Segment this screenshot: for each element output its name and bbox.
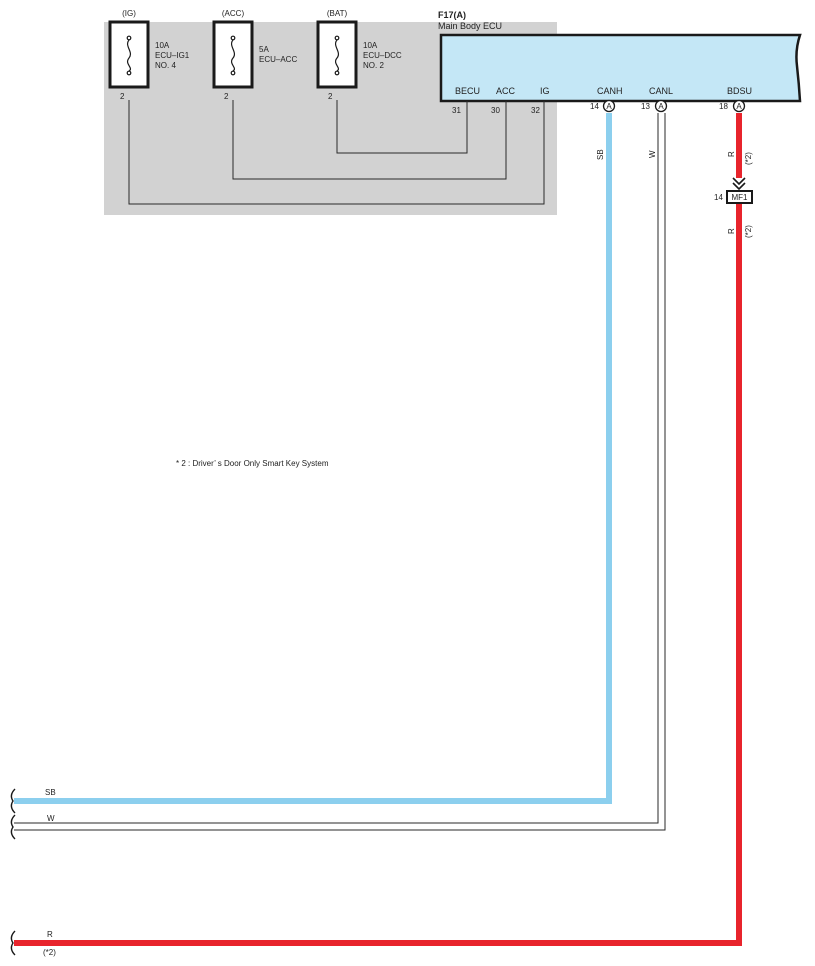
- pin-label-acc: ACC: [496, 86, 516, 96]
- wire-color-canh: SB: [596, 149, 605, 160]
- fuse-name-bat-line1: ECU–DCC: [363, 51, 402, 60]
- pin-number-canl: 13: [641, 102, 650, 111]
- fuse-rating-acc: 5A: [259, 45, 269, 54]
- fuse-icon: [230, 35, 236, 76]
- wire-note-bdsu-lower: (*2): [744, 225, 753, 238]
- pin-number-canh: 14: [590, 102, 599, 111]
- wire-acc-circuit: [232, 100, 507, 180]
- fuse-terminal-ig: 2: [120, 92, 125, 101]
- bottom-wire-note-r: (*2): [43, 948, 56, 957]
- pin-label-becu: BECU: [455, 86, 480, 96]
- fuse-terminal-bat: 2: [328, 92, 333, 101]
- pin-label-canh: CANH: [597, 86, 623, 96]
- pin-number-acc: 30: [491, 106, 500, 115]
- wire-note-bdsu-upper: (*2): [744, 152, 753, 165]
- svg-text:A: A: [736, 102, 742, 111]
- fuse-name-ig-line1: ECU–IG1: [155, 51, 190, 60]
- svg-text:A: A: [606, 102, 612, 111]
- fuse-bat-box: [316, 20, 358, 89]
- fuse-icon: [126, 35, 132, 76]
- bottom-wire-label-sb: SB: [45, 788, 56, 797]
- fuse-circuit-acc: (ACC): [222, 9, 245, 18]
- junction-connector-pin: 14: [714, 193, 723, 202]
- pin-number-ig: 32: [531, 106, 540, 115]
- wire-ig-circuit: [128, 100, 545, 205]
- connector-a-canl: A: [654, 99, 668, 113]
- ecu-code: F17(A): [438, 10, 466, 20]
- connector-a-bdsu: A: [732, 99, 746, 113]
- fuse-name-ig-line2: NO. 4: [155, 61, 176, 70]
- wire-canl-w: [14, 113, 666, 831]
- pin-label-ig: IG: [540, 86, 550, 96]
- wire-canh-sb: [14, 113, 612, 804]
- fuse-name-bat-line2: NO. 2: [363, 61, 384, 70]
- fuse-terminal-acc: 2: [224, 92, 229, 101]
- footnote: * 2 : Driver’ s Door Only Smart Key Syst…: [176, 459, 329, 468]
- junction-connector-name: MF1: [732, 193, 749, 202]
- bottom-wire-label-w: W: [47, 814, 55, 823]
- wire-color-canl: W: [648, 150, 657, 158]
- pin-label-bdsu: BDSU: [727, 86, 752, 96]
- fuse-acc-box: [212, 20, 254, 89]
- fuse-icon: [334, 35, 340, 76]
- pin-number-bdsu: 18: [719, 102, 728, 111]
- fuse-ig-box: [108, 20, 150, 89]
- fuse-circuit-ig: (IG): [122, 9, 136, 18]
- svg-text:A: A: [658, 102, 664, 111]
- wire-bat-circuit: [336, 100, 468, 154]
- bottom-wire-label-r: R: [47, 930, 53, 939]
- pin-number-becu: 31: [452, 106, 461, 115]
- fuse-rating-ig: 10A: [155, 41, 170, 50]
- ecu-name: Main Body ECU: [438, 21, 502, 31]
- fuse-rating-bat: 10A: [363, 41, 378, 50]
- connector-chevron-icon: [732, 177, 746, 191]
- main-body-ecu-box: [439, 33, 802, 103]
- wire-break-icon: [10, 788, 16, 956]
- connector-a-canh: A: [602, 99, 616, 113]
- wire-color-bdsu-lower: R: [727, 228, 736, 234]
- fuse-circuit-bat: (BAT): [327, 9, 348, 18]
- fuse-name-acc-line1: ECU–ACC: [259, 55, 297, 64]
- wire-bdsu-r-lower: [14, 204, 742, 946]
- pin-label-canl: CANL: [649, 86, 673, 96]
- wire-color-bdsu-upper: R: [727, 151, 736, 157]
- junction-connector-mf1: [726, 190, 753, 204]
